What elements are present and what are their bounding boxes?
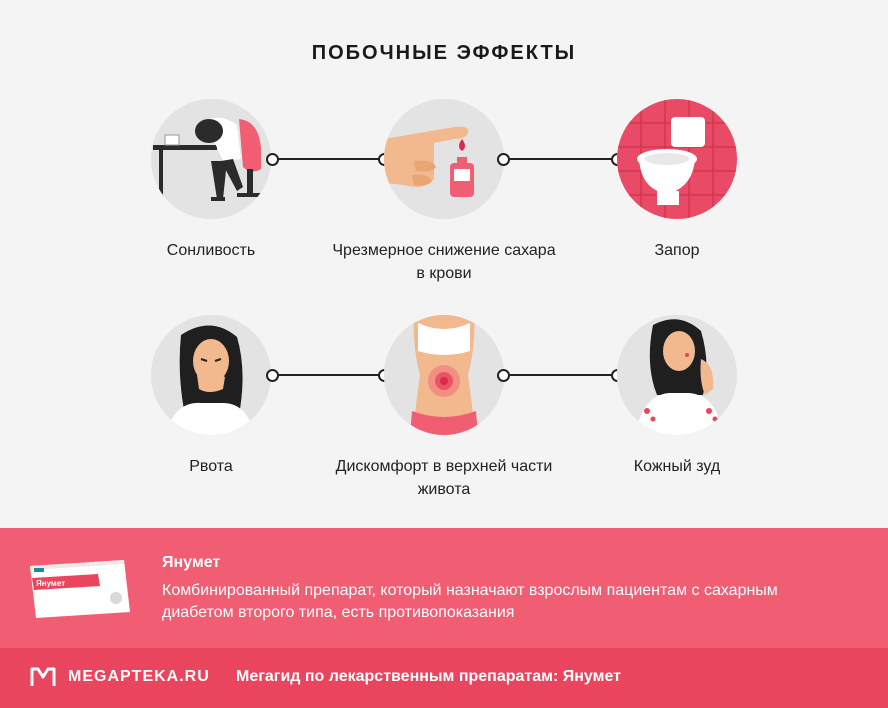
package-brand: Янумет: [36, 579, 65, 588]
toilet-icon: [617, 99, 737, 219]
itchy-skin-woman-icon: [617, 315, 737, 435]
footer: MEGAPTEKA.RU Мегагид по лекарственным пр…: [0, 648, 888, 708]
effect-label: Кожный зуд: [633, 458, 721, 475]
drug-name: Янумет: [162, 554, 221, 571]
connector-3: [266, 368, 391, 382]
connector-2: [497, 152, 624, 166]
blood-sugar-test-icon: [384, 99, 504, 219]
connector-4: [497, 368, 624, 382]
effect-label: Рвота: [189, 458, 233, 475]
footer-brand[interactable]: MEGAPTEKA.RU: [68, 668, 210, 685]
effect-label: Запор: [654, 242, 700, 259]
megapteka-logo-icon: [30, 667, 56, 686]
footer-guide-title: Мегагид по лекарственным препаратам: Яну…: [236, 668, 621, 685]
nauseous-woman-icon: [151, 315, 271, 435]
effect-label: Сонливость: [166, 242, 256, 259]
page-title: ПОБОЧНЫЕ ЭФФЕКТЫ: [311, 42, 577, 64]
drug-info-banner: Янумет Янумет Комбинированный препарат, …: [0, 528, 888, 648]
stomach-pain-icon: [384, 315, 504, 435]
effect-label: Дискомфорт в верхней части живота: [335, 458, 553, 498]
effect-label: Чрезмерное снижение сахара в крови: [332, 242, 556, 282]
drug-description: Комбинированный препарат, который назнач…: [162, 582, 778, 621]
sleepy-woman-at-desk-icon: [151, 99, 271, 219]
connector-1: [266, 152, 391, 166]
drug-package-image: Янумет: [28, 554, 132, 622]
